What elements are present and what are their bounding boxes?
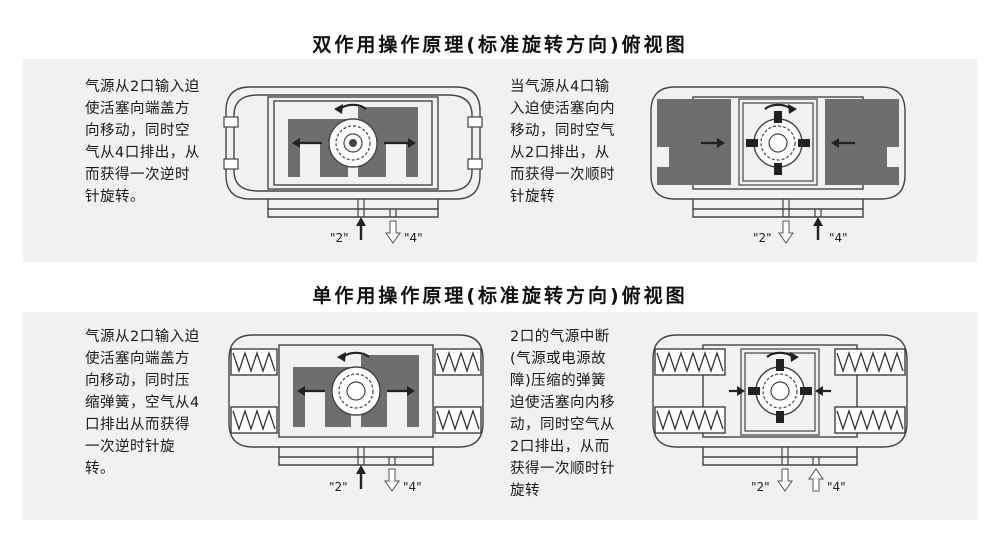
right-piston bbox=[825, 99, 899, 185]
inlet-arrow-2 bbox=[356, 465, 366, 474]
single-acting-right-desc: 2口的气源中断 (气源或电源故 障)压缩的弹簧 迫使活塞向内移 动，同时空气从 … bbox=[510, 329, 615, 499]
single-acting-left-desc: 气源从2口输入迫 使活塞向端盖方 向移动，同时压 缩弹簧，空气从4 口排出从而获… bbox=[85, 329, 200, 477]
port-label-4: "4" bbox=[829, 231, 848, 245]
inlet-arrow-4 bbox=[813, 217, 823, 226]
outlet-arrow-2 bbox=[777, 468, 793, 492]
port-label-2: "2" bbox=[753, 231, 772, 245]
housing-outline bbox=[225, 86, 481, 200]
outlet-arrow-2 bbox=[778, 220, 794, 244]
double-acting-ccw-diagram: "2" "4" bbox=[223, 86, 483, 245]
port-arrows bbox=[356, 217, 401, 244]
pinion-gear bbox=[331, 366, 381, 416]
port-label-4: "4" bbox=[404, 231, 423, 245]
port-label-2: "2" bbox=[329, 480, 348, 494]
inward-arrows bbox=[729, 386, 831, 396]
single-acting-ccw-diagram: "2" "4" bbox=[228, 334, 484, 494]
port-label-2: "2" bbox=[751, 480, 770, 494]
port-label-4: "4" bbox=[403, 480, 422, 494]
port-arrows bbox=[778, 217, 823, 244]
spring-coils bbox=[654, 348, 906, 434]
piston-shapes bbox=[657, 99, 899, 185]
left-piston bbox=[657, 99, 731, 185]
single-acting-panel: 气源从2口输入迫 使活塞向端盖方 向移动，同时压 缩弹簧，空气从4 口排出从而获… bbox=[23, 312, 977, 520]
double-acting-left-desc: 气源从2口输入迫 使活塞向端盖方 向移动，同时空 气从4口排出，从 而获得一次逆… bbox=[85, 79, 200, 205]
double-acting-cw-diagram: "2" "4" bbox=[650, 86, 906, 245]
single-acting-cw-diagram: "2" "4" bbox=[652, 334, 908, 494]
port-label-2: "2" bbox=[330, 231, 349, 245]
double-acting-panel: 气源从2口输入迫 使活塞向端盖方 向移动，同时空 气从4口排出，从 而获得一次逆… bbox=[23, 59, 977, 262]
port-arrows bbox=[777, 468, 824, 492]
cw-rotation-arrow bbox=[766, 351, 794, 358]
outlet-arrow-4 bbox=[384, 468, 400, 492]
cw-rotation-arrow bbox=[764, 103, 792, 110]
pinion-gear bbox=[746, 111, 810, 175]
pinion-gear bbox=[748, 359, 812, 423]
outlet-arrow-4 bbox=[385, 220, 401, 244]
double-acting-right-desc: 当气源从4口输 入迫使活塞向内 移动，同时空气 从2口排出，从 而获得一次顺时 … bbox=[510, 79, 615, 205]
outward-arrows bbox=[292, 138, 416, 148]
outlet-arrow-4 bbox=[808, 468, 824, 492]
inward-arrows bbox=[701, 138, 855, 148]
spring-coils bbox=[230, 348, 482, 434]
port-arrows bbox=[356, 465, 400, 492]
inlet-arrow-2 bbox=[356, 217, 366, 226]
pinion-gear bbox=[328, 118, 378, 168]
single-acting-title: 单作用操作原理(标准旋转方向)俯视图 bbox=[312, 285, 688, 307]
double-acting-title: 双作用操作原理(标准旋转方向)俯视图 bbox=[312, 34, 688, 56]
outward-arrows bbox=[297, 386, 415, 396]
port-label-4: "4" bbox=[827, 480, 846, 494]
